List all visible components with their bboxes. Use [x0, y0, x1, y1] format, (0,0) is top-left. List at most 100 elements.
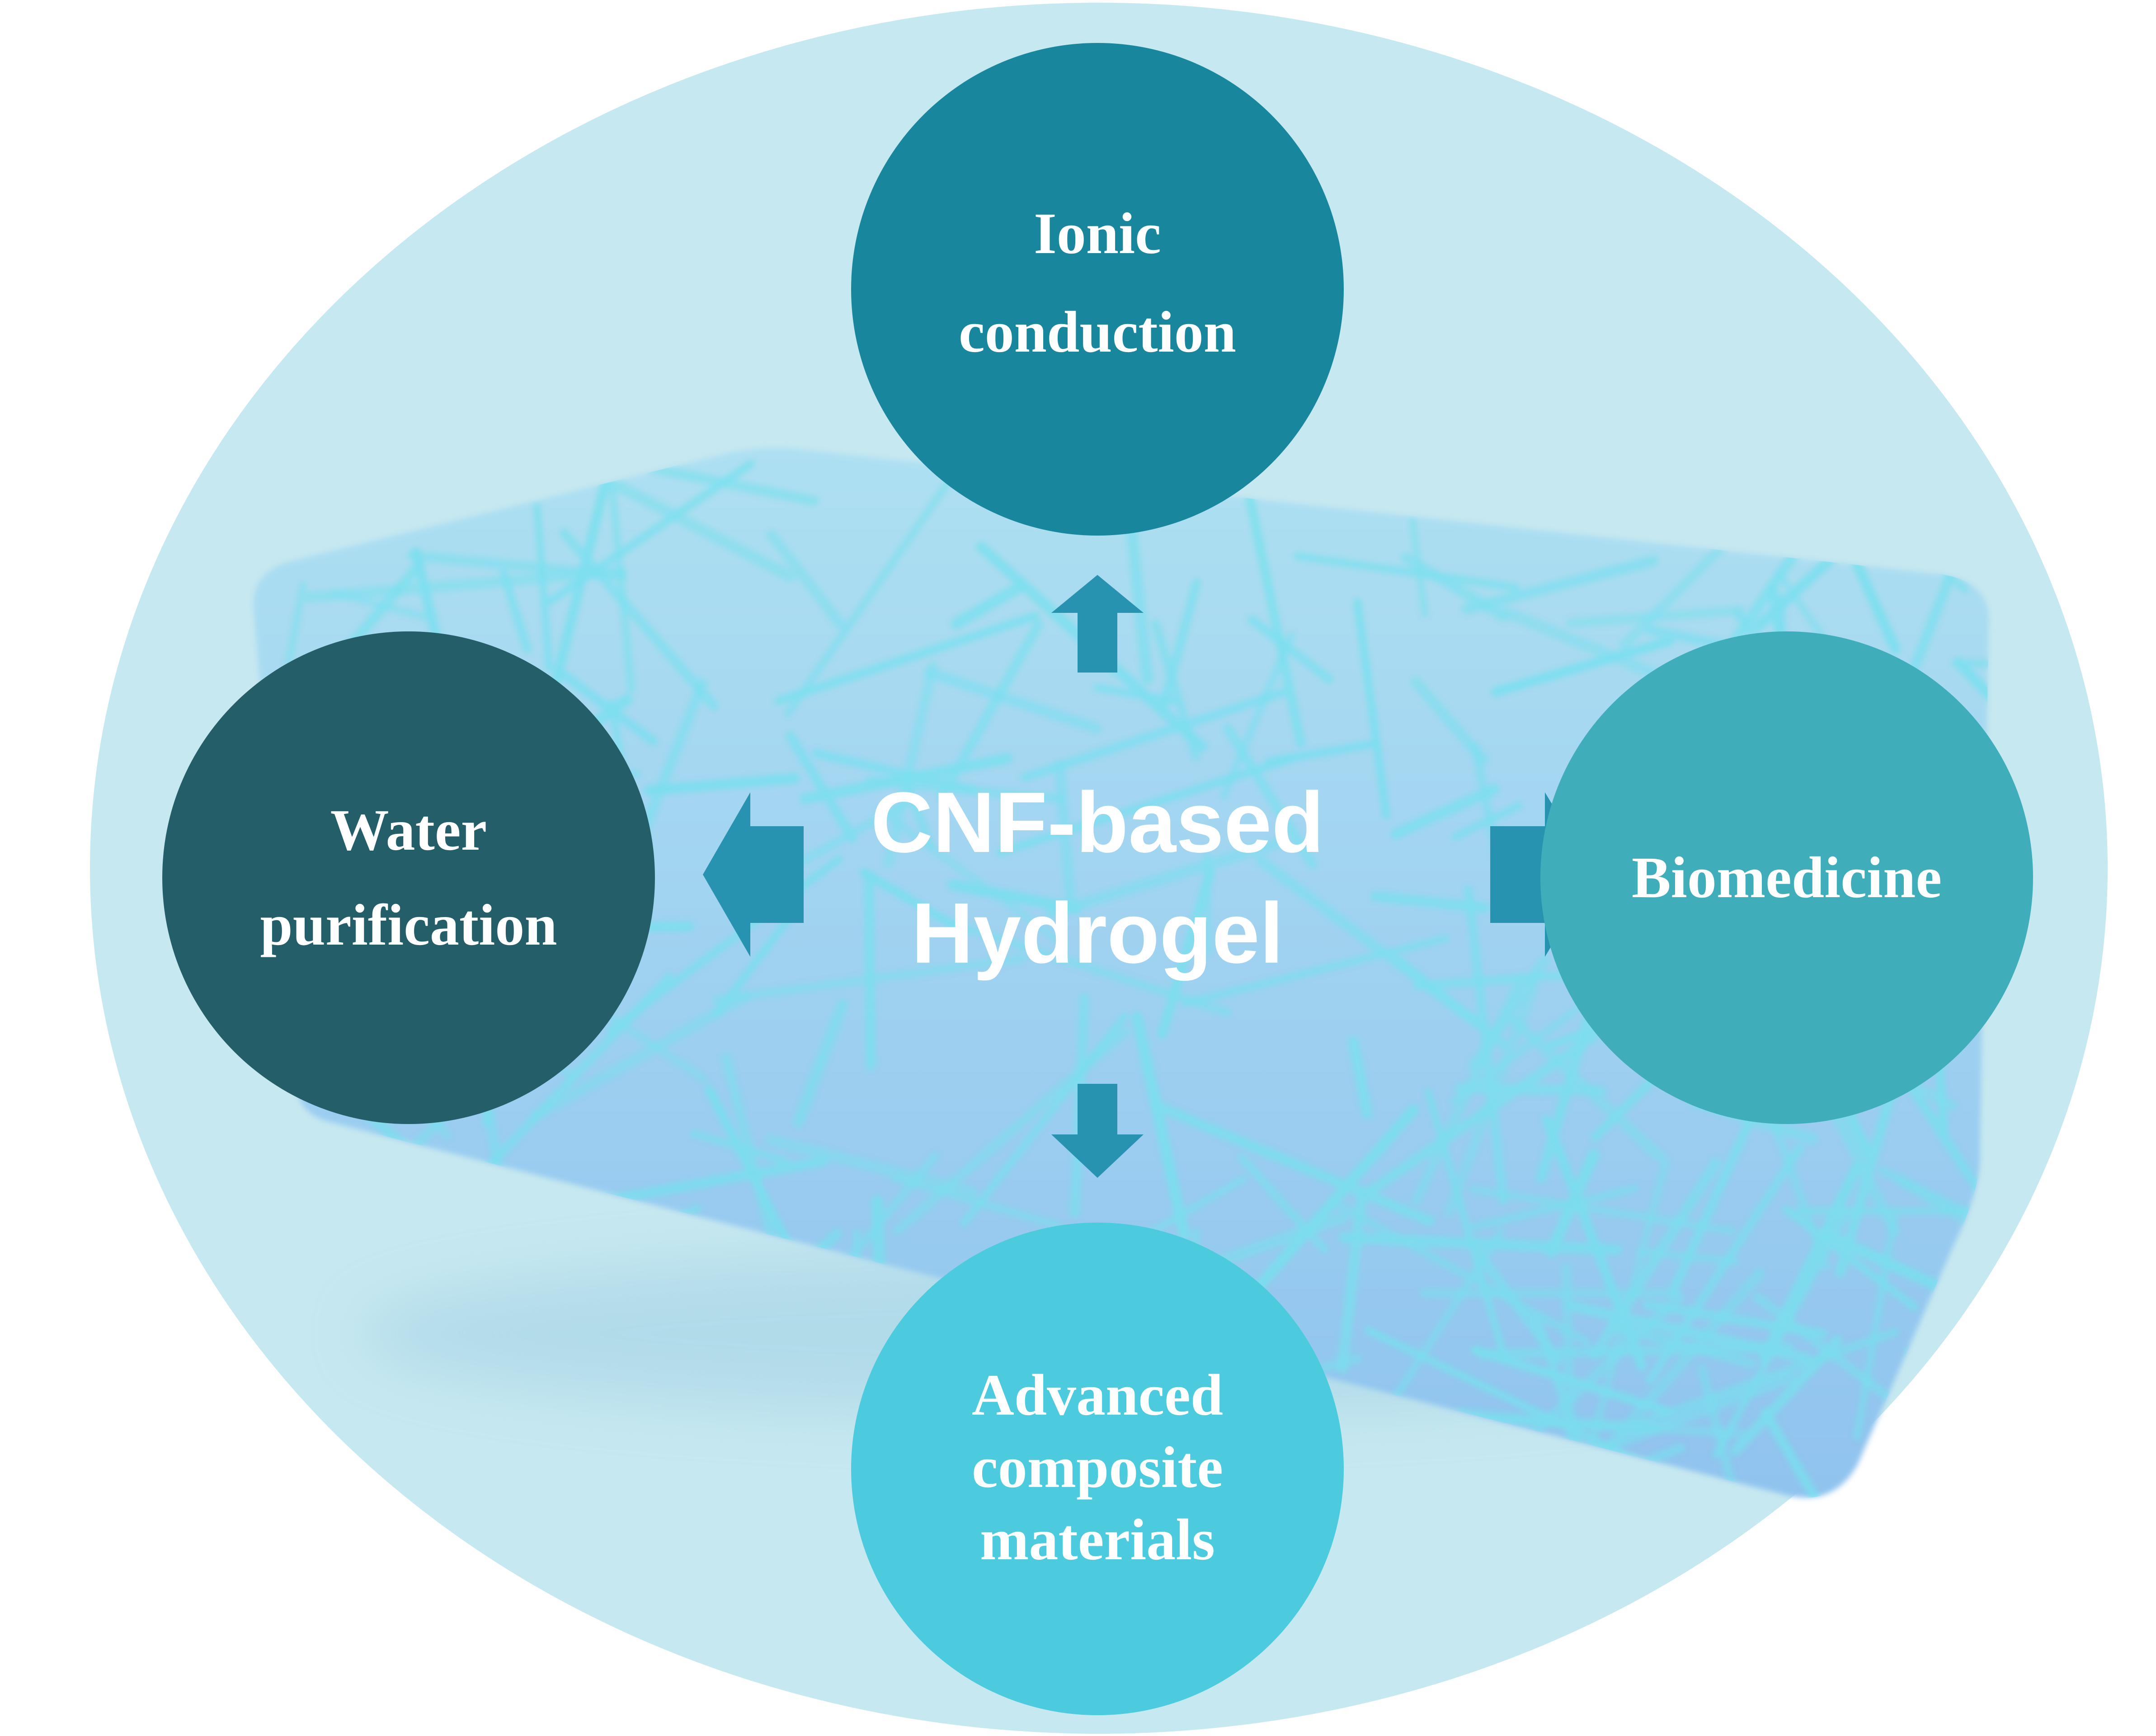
nanofiber — [1136, 1175, 1247, 1242]
nanofiber — [1390, 783, 1500, 840]
nanofiber — [1337, 1186, 1368, 1374]
center-title-line1: CNF-based — [871, 775, 1324, 870]
nanofiber — [785, 731, 857, 843]
app-circle-bottom: Advanced composite materials — [851, 1223, 1344, 1715]
nanofiber — [960, 1012, 1129, 1227]
nanofiber — [553, 666, 658, 746]
nanofiber — [859, 868, 970, 936]
nanofiber — [612, 480, 796, 582]
nanofiber — [1607, 1320, 1756, 1369]
biomedicine-circle — [1540, 631, 2033, 1124]
nanofiber — [1159, 578, 1201, 711]
ionic-conduction-circle — [851, 43, 1344, 536]
nanofiber — [1054, 760, 1077, 913]
nanofiber — [1247, 615, 1334, 684]
nanofiber — [469, 973, 673, 1186]
nanofiber — [1618, 1327, 1899, 1434]
nanofiber — [1712, 1209, 1850, 1459]
arrow-down-icon — [1051, 1084, 1144, 1178]
nanofiber — [864, 870, 876, 1071]
nanofiber — [711, 954, 1028, 1004]
nanofiber — [1353, 598, 1390, 819]
nanofiber — [1668, 1107, 1758, 1296]
nanofiber — [996, 754, 1296, 856]
biomedicine-label: Biomedicine — [1632, 845, 1942, 910]
nanofiber — [1152, 1101, 1435, 1226]
water-purification-label-line2: purification — [260, 893, 557, 958]
nanofiber — [1532, 1311, 1620, 1498]
nanofiber — [533, 503, 553, 672]
nanofiber — [1469, 1185, 1736, 1235]
nanofiber — [1451, 802, 1523, 841]
advanced-composite-circle — [851, 1223, 1344, 1715]
nanofiber — [1946, 1325, 1989, 1496]
nanofiber — [1411, 976, 1525, 1206]
nanofiber — [871, 1195, 885, 1278]
nanofiber — [1364, 1326, 1648, 1468]
nanofiber — [607, 479, 636, 693]
nanofiber — [1470, 1184, 1639, 1231]
nanofiber — [643, 773, 800, 796]
nanofiber — [947, 879, 1081, 914]
nanofiber — [1542, 1115, 1647, 1371]
center-title: CNF-based Hydrogel — [871, 775, 1324, 981]
nanofiber — [1329, 1198, 1591, 1346]
nanofiber — [1564, 1300, 1812, 1364]
nanofiber — [1782, 1205, 1918, 1311]
nanofiber — [1358, 1031, 1599, 1202]
center-title-line2: Hydrogel — [911, 885, 1283, 981]
nanofiber — [1589, 1157, 1722, 1361]
nanofiber — [876, 806, 1067, 948]
nanofiber — [1395, 956, 1508, 1049]
arrow-up-icon — [1051, 575, 1144, 673]
nanofiber — [1455, 1407, 1746, 1439]
nanofiber — [712, 911, 796, 1018]
nanofiber — [1643, 1300, 1828, 1339]
nanofiber — [937, 620, 1044, 802]
nanofiber — [1347, 1036, 1373, 1120]
nanofiber — [1236, 451, 1306, 748]
nanofiber — [901, 775, 935, 851]
app-circle-top: Ionic conduction — [851, 43, 1344, 536]
nanofiber — [1760, 1407, 1886, 1498]
app-circle-right: Biomedicine — [1540, 631, 2033, 1124]
nanofiber — [1181, 934, 1450, 1007]
nanofiber — [960, 923, 1232, 1017]
advanced-composite-label-line3: materials — [980, 1507, 1215, 1572]
nanofiber — [1020, 688, 1288, 782]
nanofiber — [1951, 659, 1989, 670]
nanofiber — [951, 581, 1026, 630]
nanofiber — [546, 460, 755, 606]
nanofiber — [1470, 1346, 1671, 1416]
nanofiber — [784, 470, 958, 718]
nanofiber — [1454, 1082, 1607, 1096]
nanofiber — [765, 1134, 978, 1198]
nanofiber — [1131, 1011, 1190, 1241]
advanced-composite-label-line1: Advanced — [972, 1363, 1223, 1428]
nanofiber — [1157, 867, 1215, 1039]
nanofiber — [1293, 552, 1520, 592]
nanofiber — [529, 990, 752, 1122]
nanofiber — [1853, 1214, 1898, 1440]
nanofiber — [1491, 636, 1674, 697]
arrow-left-icon — [703, 792, 804, 957]
advanced-composite-label-line2: composite — [972, 1435, 1223, 1500]
nanofiber — [1769, 1117, 1831, 1271]
nanofiber — [766, 529, 847, 630]
nanofiber — [923, 667, 1102, 734]
ionic-conduction-label-line2: conduction — [959, 300, 1236, 365]
nanofiber — [1878, 1166, 1989, 1248]
app-circle-left: Water purification — [162, 631, 655, 1124]
nanofiber — [1461, 555, 1659, 615]
nanofiber — [647, 463, 819, 506]
ionic-conduction-label-line1: Ionic — [1034, 201, 1161, 266]
nanofiber — [1219, 631, 1295, 800]
nanofiber — [303, 566, 626, 603]
nanofiber — [883, 661, 938, 868]
nanofiber — [1045, 837, 1284, 919]
water-purification-label-line1: Water — [330, 798, 487, 863]
nanofiber — [689, 1129, 790, 1165]
water-purification-circle — [162, 631, 655, 1124]
nanofiber — [1338, 1232, 1623, 1256]
